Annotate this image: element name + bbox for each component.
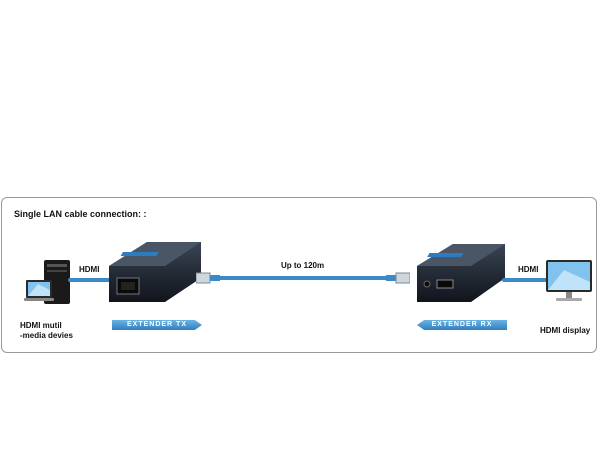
- rj45-plug-left-icon: [196, 271, 220, 285]
- source-device-label-line2: -media devies: [20, 331, 73, 340]
- extender-rx-device-icon: [415, 240, 507, 306]
- diagram-title: Single LAN cable connection: :: [14, 209, 147, 219]
- extender-rx-badge: EXTENDER RX: [417, 320, 507, 330]
- display-label: HDMI display: [540, 326, 591, 335]
- rj45-plug-right-icon: [386, 271, 410, 285]
- multimedia-device-icon: [24, 260, 72, 308]
- hdmi-display-icon: [546, 260, 592, 304]
- hdmi-label-right: HDMI: [518, 265, 539, 274]
- lan-cable: [218, 276, 388, 280]
- extender-tx-device-icon: [107, 238, 203, 306]
- distance-label: Up to 120m: [281, 261, 325, 270]
- source-device-label-line1: HDMI mutil: [20, 321, 62, 330]
- hdmi-cable-right: [502, 278, 550, 282]
- hdmi-label-left: HDMI: [79, 265, 100, 274]
- connection-diagram-panel: Single LAN cable connection: : HDMI: [1, 197, 597, 353]
- hdmi-cable-left: [68, 278, 114, 282]
- extender-tx-badge: EXTENDER TX: [112, 320, 202, 330]
